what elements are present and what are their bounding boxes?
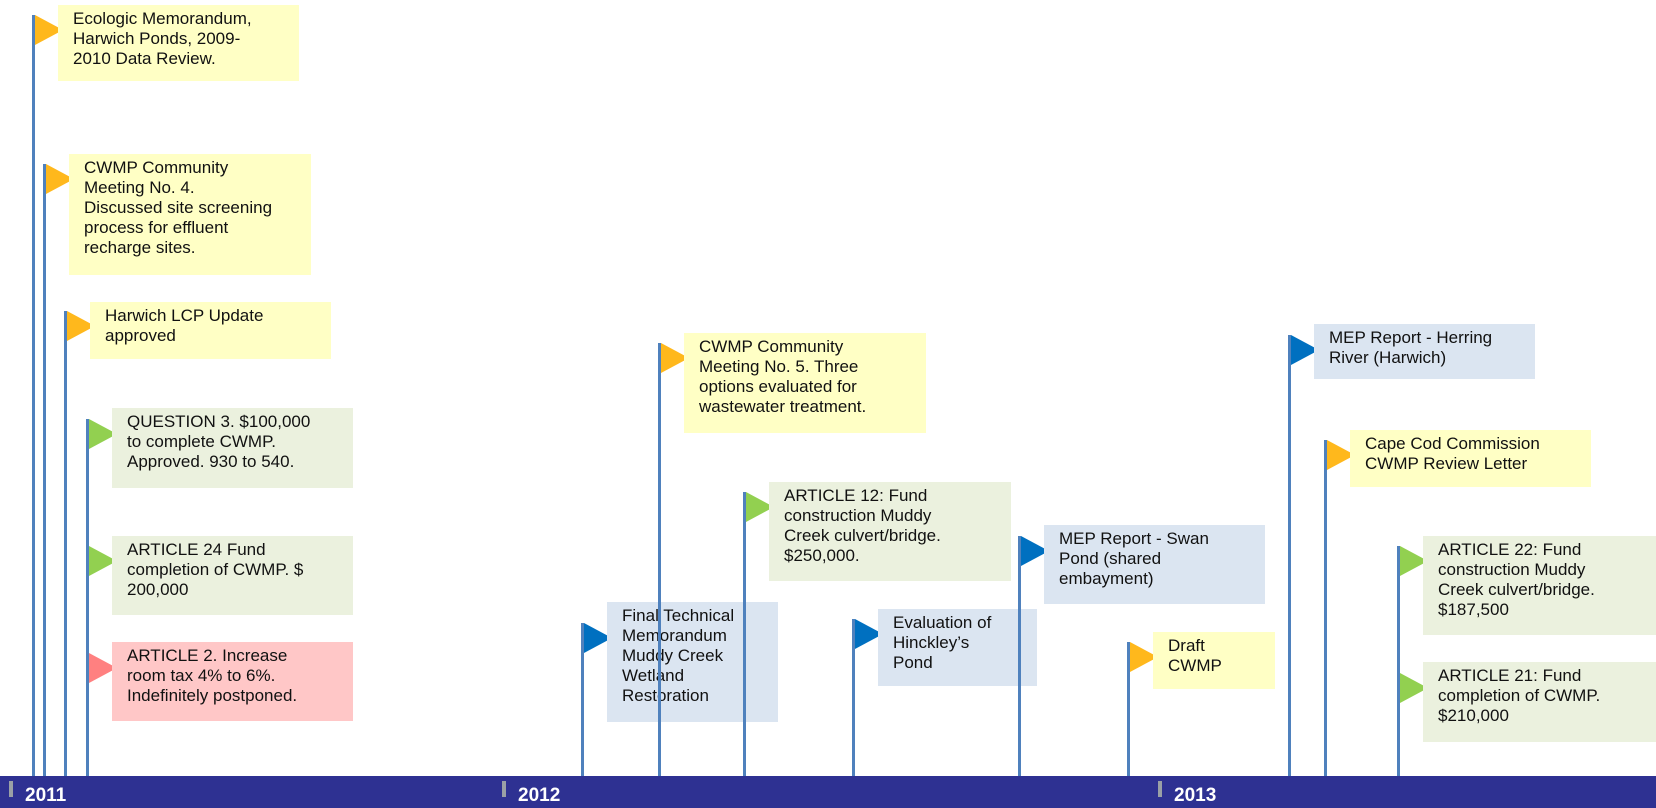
event-mep-swan-pond: MEP Report - Swan Pond (shared embayment…: [1044, 525, 1265, 604]
year-label-2012: 2012: [518, 785, 561, 806]
event-question-3: QUESTION 3. $100,000 to complete CWMP. A…: [112, 408, 353, 488]
timeline-pole: [1324, 440, 1327, 776]
event-article-12: ARTICLE 12: Fund construction Muddy Cree…: [769, 482, 1011, 581]
timeline-pole: [743, 492, 746, 776]
event-hinckleys-pond: Evaluation of Hinckley’s Pond: [878, 609, 1037, 686]
timeline-pole: [43, 164, 46, 776]
event-mep-herring-river: MEP Report - Herring River (Harwich): [1314, 324, 1535, 379]
event-article-24: ARTICLE 24 Fund completion of CWMP. $ 20…: [112, 536, 353, 615]
year-label-2011: 2011: [25, 785, 67, 806]
event-article-21: ARTICLE 21: Fund completion of CWMP. $21…: [1423, 662, 1656, 742]
event-lcp-update: Harwich LCP Update approved: [90, 302, 331, 359]
timeline-pole: [1397, 546, 1400, 776]
timeline-pole: [852, 619, 855, 776]
event-article-22: ARTICLE 22: Fund construction Muddy Cree…: [1423, 536, 1656, 635]
event-draft-cwmp: Draft CWMP: [1153, 632, 1275, 689]
event-ccc-review-letter: Cape Cod Commission CWMP Review Letter: [1350, 430, 1591, 487]
timeline-pole: [64, 311, 67, 776]
timeline-pole: [581, 623, 584, 776]
timeline-pole: [658, 343, 661, 776]
event-cwmp-meeting-4: CWMP Community Meeting No. 4. Discussed …: [69, 154, 311, 275]
event-final-tech-memo: Final Technical Memorandum Muddy Creek W…: [607, 602, 778, 722]
year-tick: [502, 781, 506, 797]
event-article-2: ARTICLE 2. Increase room tax 4% to 6%. I…: [112, 642, 353, 721]
event-ecologic-memo: Ecologic Memorandum, Harwich Ponds, 2009…: [58, 5, 299, 81]
timeline-pole: [1127, 642, 1130, 776]
timeline-axis: [0, 776, 1656, 808]
year-tick: [9, 781, 13, 797]
year-tick: [1158, 781, 1162, 797]
timeline-pole: [1288, 335, 1291, 776]
timeline-pole: [86, 653, 89, 776]
year-label-2013: 2013: [1174, 785, 1217, 806]
event-cwmp-meeting-5: CWMP Community Meeting No. 5. Three opti…: [684, 333, 926, 433]
timeline-pole: [1397, 673, 1400, 776]
timeline-pole: [32, 15, 35, 776]
timeline-pole: [1018, 536, 1021, 776]
